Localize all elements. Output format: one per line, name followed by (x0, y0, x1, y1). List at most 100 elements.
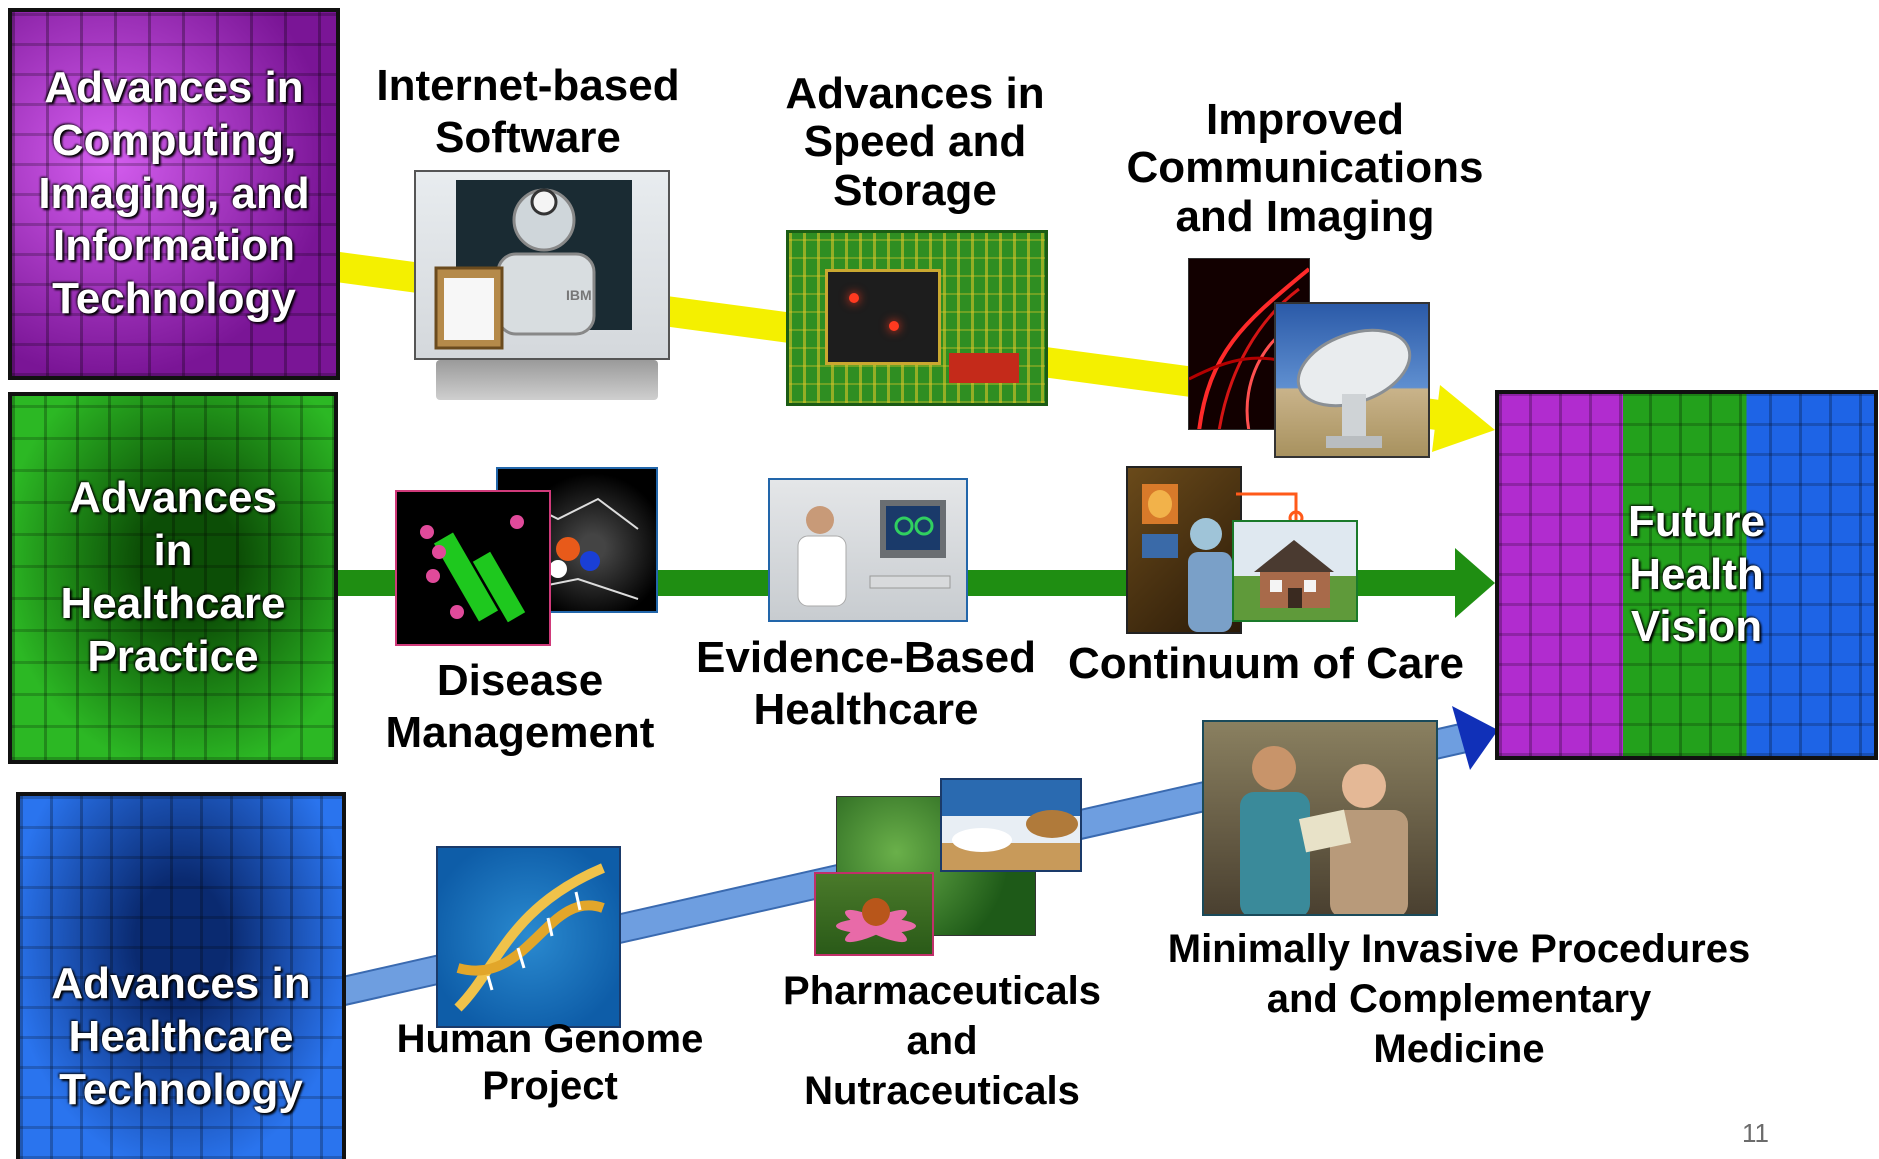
label-line: and Imaging (1175, 191, 1435, 241)
powder-pile-shape (1026, 810, 1078, 838)
scrubs-shape (1240, 792, 1310, 914)
source-practice-line: Healthcare (60, 579, 286, 628)
dna-strand-shape (454, 863, 605, 1012)
atom-shape (426, 569, 440, 583)
target-future-health-vision: Future Health Vision (1495, 390, 1878, 760)
dish-mount-shape (1342, 394, 1366, 444)
label-line: Pharmaceuticals (783, 969, 1101, 1013)
source-computing: Advances in Computing, Imaging, and Info… (8, 8, 340, 380)
source-computing-line: Information (53, 221, 295, 271)
helix-cylinder-shape (472, 551, 526, 623)
dna-rung-shape (516, 947, 526, 969)
label-line: Speed and (803, 117, 1027, 167)
person-head-shape (806, 506, 834, 534)
label-line: Storage (833, 165, 997, 215)
label-line: Improved (1205, 95, 1405, 144)
source-technology-line: Technology (59, 1064, 303, 1114)
chart-folder-shape (1298, 809, 1352, 853)
label-line: Internet-based (376, 61, 680, 110)
doctor-head-shape (1252, 746, 1296, 790)
roof-shape (1254, 540, 1334, 572)
scan-shape (894, 516, 914, 536)
source-computing-line: Advances in (44, 63, 304, 112)
label-human-genome: Human Genome Project (380, 1016, 720, 1110)
source-practice-line: Practice (87, 631, 259, 681)
satellite-dish-image (1274, 302, 1430, 458)
fiber-strand-shape (1217, 287, 1300, 429)
atom-shape (510, 515, 524, 529)
label-communications: Improved Communications and Imaging (1100, 95, 1510, 241)
dish-base-shape (1326, 436, 1382, 448)
bottom-arrow-head (1452, 706, 1498, 770)
source-practice-line: Advances (69, 473, 277, 523)
helix-cylinder-shape (433, 532, 499, 622)
label-line: Software (435, 112, 621, 162)
window-shape (1304, 580, 1316, 592)
door-shape (1288, 588, 1302, 608)
led-shape (849, 293, 859, 303)
target-line: Future (1628, 496, 1765, 546)
source-computing-line: Technology (52, 274, 296, 324)
house-image (1232, 520, 1358, 622)
target-line: Health (1629, 549, 1764, 599)
powder-pile-shape (952, 828, 1012, 852)
label-line: Disease (436, 656, 604, 705)
source-practice-line: in (153, 526, 193, 576)
label-line: Continuum of Care (1068, 639, 1464, 688)
label-evidence-based: Evidence-Based Healthcare (676, 632, 1056, 736)
scan-shape (914, 516, 934, 536)
surgeon-cap-shape (1190, 518, 1222, 550)
clipboard-paper-shape (444, 278, 494, 340)
molecule-image-front (395, 490, 551, 646)
label-pharmaceuticals: Pharmaceuticals and Nutraceuticals (770, 966, 1114, 1116)
label-line: Minimally Invasive Procedures (1167, 927, 1751, 971)
dna-rung-shape (574, 891, 582, 911)
dna-rung-shape (546, 917, 554, 937)
atom-shape (420, 525, 434, 539)
label-disease-management: Disease Management (370, 655, 670, 759)
label-line: Evidence-Based (696, 633, 1036, 682)
label-line: and Complementary (1266, 977, 1652, 1021)
led-shape (889, 321, 899, 331)
surgeon-gown-shape (1188, 552, 1232, 632)
doctor-at-computer-image (768, 478, 968, 622)
label-line: Project (482, 1064, 618, 1109)
label-speed-storage: Advances in Speed and Storage (760, 69, 1070, 215)
atom-shape (556, 537, 580, 561)
head-mirror-shape (530, 188, 558, 216)
label-line: Healthcare (753, 684, 979, 734)
connector-line (1236, 492, 1304, 524)
label-minimally-invasive: Minimally Invasive Procedures and Comple… (1144, 924, 1774, 1074)
fiber-strand-shape (1197, 267, 1309, 429)
doctor-patient-image (1202, 720, 1438, 916)
dna-strand-shape (456, 900, 605, 976)
label-line: Nutraceuticals (804, 1069, 1080, 1113)
label-internet-software: Internet-based Software (360, 60, 696, 164)
label-line: Human Genome (396, 1017, 704, 1061)
atom-shape (549, 560, 567, 578)
keyboard-shape (869, 575, 951, 589)
surgeon-console-image (1126, 466, 1242, 634)
source-computing-line: Imaging, and (38, 168, 310, 218)
atom-shape (450, 605, 464, 619)
middle-arrow-head (1455, 548, 1495, 618)
dna-helix-image (436, 846, 621, 1028)
robot-badge-text: IBM (566, 287, 592, 303)
target-line: Vision (1630, 602, 1763, 652)
console-screen-shape (1142, 534, 1178, 558)
atom-shape (432, 545, 446, 559)
lab-coat-shape (797, 535, 847, 607)
atom-shape (580, 551, 600, 571)
page-number: 11 (1742, 1118, 1769, 1148)
flower-center-shape (862, 898, 890, 926)
label-line: and (906, 1019, 978, 1063)
source-practice: Advances in Healthcare Practice (8, 392, 338, 764)
echinacea-flower-image (814, 872, 934, 956)
label-line: Management (385, 707, 655, 757)
dna-rung-shape (486, 975, 494, 991)
label-line: Medicine (1373, 1027, 1545, 1071)
window-shape (1270, 580, 1282, 592)
patient-head-shape (1342, 764, 1386, 808)
source-technology-line: Advances in (51, 959, 311, 1009)
